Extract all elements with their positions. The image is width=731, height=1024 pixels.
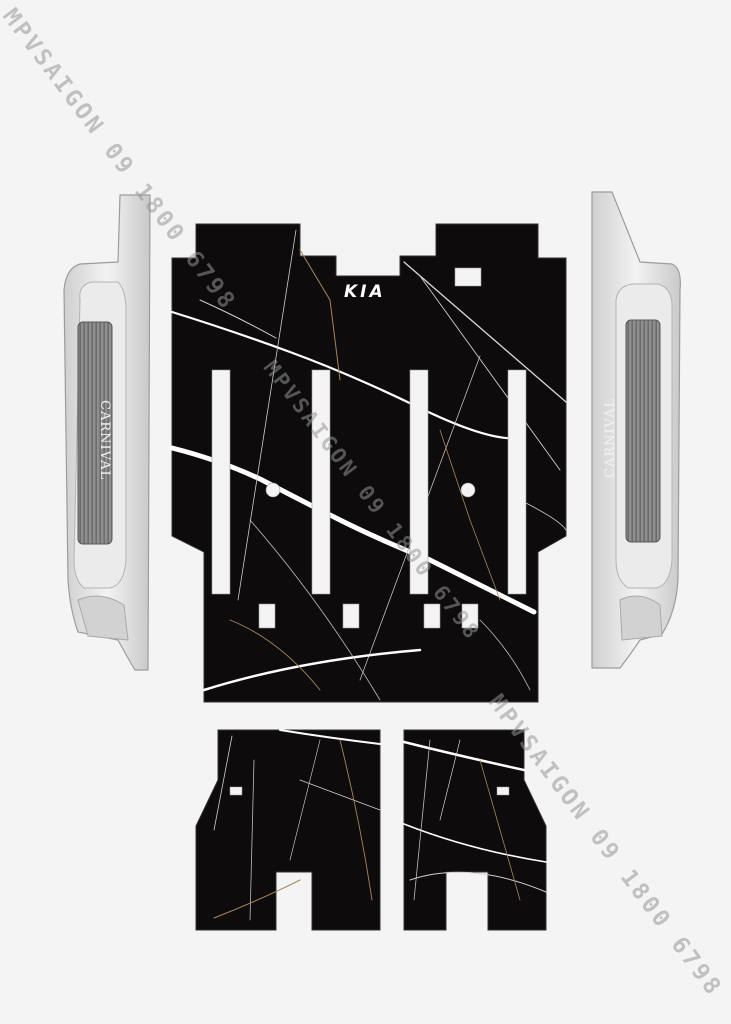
seat-rail-slot	[507, 369, 527, 595]
rear-right-mat	[402, 729, 547, 931]
seat-rail-slot	[311, 369, 331, 595]
rear-left-mat	[195, 729, 381, 931]
left-sill-brand: CARNIVAL	[97, 400, 112, 481]
right-sill-pad	[625, 319, 661, 543]
seat-rail-slot	[211, 369, 231, 595]
right-door-sill	[591, 191, 681, 669]
seat-rail-slot	[409, 369, 429, 595]
marble-veins	[169, 229, 567, 701]
left-sill-pad	[77, 321, 113, 545]
kia-logo: KIA	[344, 282, 386, 302]
main-floor-mat	[169, 223, 567, 703]
left-door-sill	[63, 194, 151, 671]
right-sill-brand: CARNIVAL	[603, 397, 618, 478]
